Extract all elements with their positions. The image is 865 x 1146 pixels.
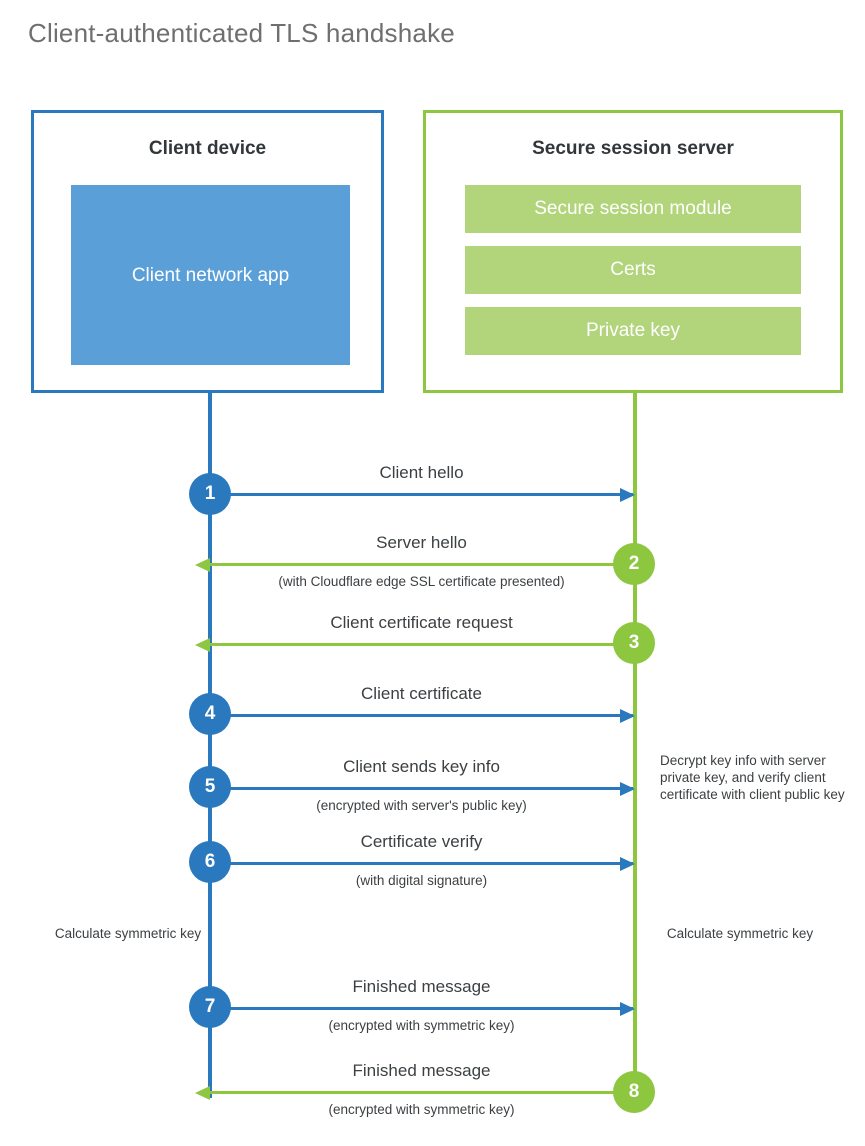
- client-device-box: Client device Client network app: [31, 110, 384, 393]
- arrow-head-icon: [195, 637, 210, 652]
- step-badge-4: 4: [189, 693, 231, 735]
- message-label-5: Client sends key info: [343, 757, 500, 776]
- message-label-7: Finished message: [352, 977, 491, 996]
- message-label-8: Finished message: [352, 1061, 491, 1080]
- arrow-line-icon: [210, 1007, 633, 1010]
- client-network-app-label: Client network app: [131, 264, 290, 286]
- client-device-title: Client device: [148, 138, 267, 159]
- step-badge-2: 2: [613, 543, 655, 585]
- message-sublabel-7: (encrypted with symmetric key): [328, 1018, 515, 1033]
- arrow-head-icon: [620, 487, 635, 502]
- step-badge-1: 1: [189, 473, 231, 515]
- step-badge-8: 8: [613, 1071, 655, 1113]
- arrow-line-icon: [210, 714, 633, 717]
- client-calculate-symmetric-key-note: Calculate symmetric key: [54, 926, 202, 941]
- arrow-head-icon: [195, 1085, 210, 1100]
- message-label-2: Server hello: [376, 533, 467, 552]
- arrow-line-icon: [210, 1091, 635, 1094]
- arrow-head-icon: [620, 856, 635, 871]
- client-network-app-block: Client network app: [71, 185, 350, 365]
- step-badge-6: 6: [189, 841, 231, 883]
- message-label-6: Certificate verify: [360, 832, 483, 851]
- step-badge-5: 5: [189, 766, 231, 808]
- secure-session-server-box: Secure session server Secure session mod…: [423, 110, 843, 393]
- step-badge-7: 7: [189, 986, 231, 1028]
- server-component-certs: Certs: [465, 246, 801, 294]
- server-decrypt-note: Decrypt key info with server private key…: [660, 753, 845, 802]
- arrow-line-icon: [210, 493, 633, 496]
- arrow-line-icon: [210, 563, 635, 566]
- message-label-4: Client certificate: [361, 684, 482, 703]
- step-badge-3: 3: [613, 622, 655, 664]
- client-lifeline: [208, 391, 212, 1098]
- message-sublabel-5: (encrypted with server's public key): [316, 798, 527, 813]
- arrow-line-icon: [210, 787, 633, 790]
- message-sublabel-6: (with digital signature): [355, 873, 488, 888]
- arrow-head-icon: [195, 557, 210, 572]
- server-component-secure-session-module: Secure session module: [465, 185, 801, 233]
- server-lifeline: [633, 391, 637, 1093]
- server-component-private-key: Private key: [465, 307, 801, 355]
- arrow-line-icon: [210, 862, 633, 865]
- arrow-head-icon: [620, 1001, 635, 1016]
- secure-session-server-title: Secure session server: [532, 138, 734, 159]
- server-calculate-symmetric-key-note: Calculate symmetric key: [666, 926, 814, 941]
- arrow-head-icon: [620, 781, 635, 796]
- arrow-head-icon: [620, 708, 635, 723]
- message-sublabel-8: (encrypted with symmetric key): [328, 1102, 515, 1117]
- message-label-3: Client certificate request: [330, 613, 513, 632]
- message-sublabel-2: (with Cloudflare edge SSL certificate pr…: [278, 574, 565, 589]
- page-title: Client-authenticated TLS handshake: [28, 18, 455, 48]
- arrow-line-icon: [210, 643, 635, 646]
- message-label-1: Client hello: [379, 463, 464, 482]
